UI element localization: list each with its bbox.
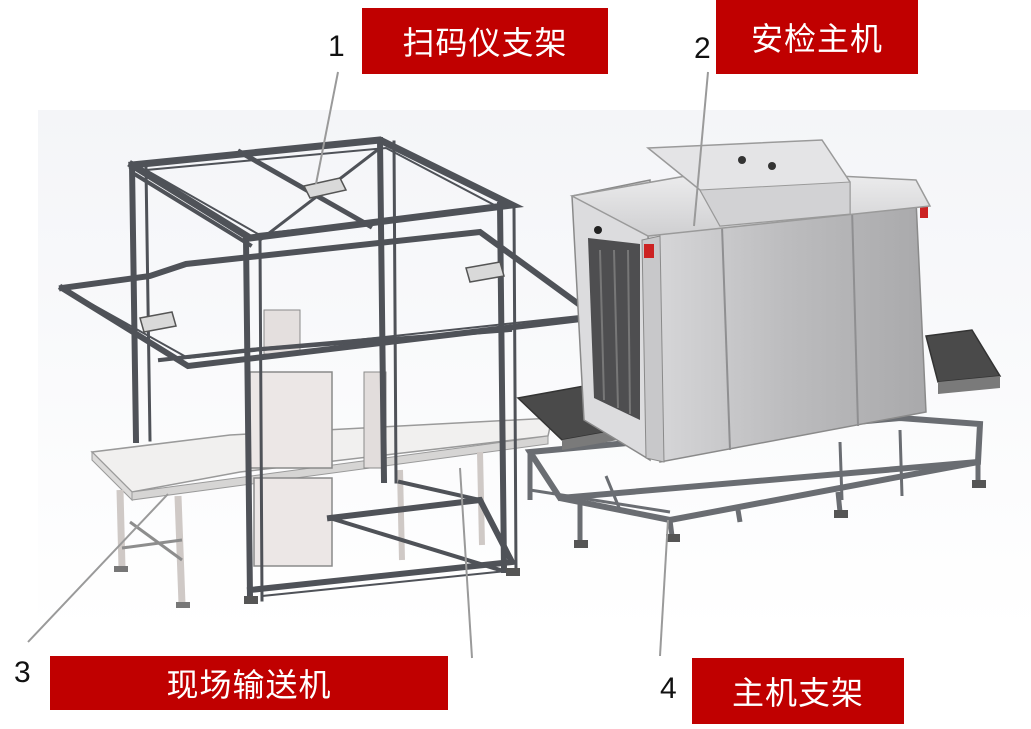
callout-number-2: 2 — [694, 32, 711, 65]
callout-number-3: 3 — [14, 656, 31, 689]
callout-number-1: 1 — [328, 30, 345, 63]
scanner-heads — [139, 177, 505, 333]
support-feet — [574, 480, 986, 548]
label-field-conveyor: 现场输送机 — [50, 656, 448, 710]
leader-line-4 — [659, 519, 669, 657]
label-scanner-frame: 扫码仪支架 — [362, 8, 608, 74]
xray-host — [516, 139, 1002, 463]
leader-line-1 — [315, 71, 339, 185]
leader-line-3a — [27, 493, 169, 643]
leader-lines — [27, 71, 709, 659]
frame-feet — [244, 568, 520, 604]
leader-line-3b — [459, 467, 473, 659]
label-host-support: 主机支架 — [692, 658, 904, 724]
leader-line-2 — [693, 71, 709, 227]
callout-number-4: 4 — [660, 672, 677, 705]
label-xray-host: 安检主机 — [716, 0, 918, 74]
